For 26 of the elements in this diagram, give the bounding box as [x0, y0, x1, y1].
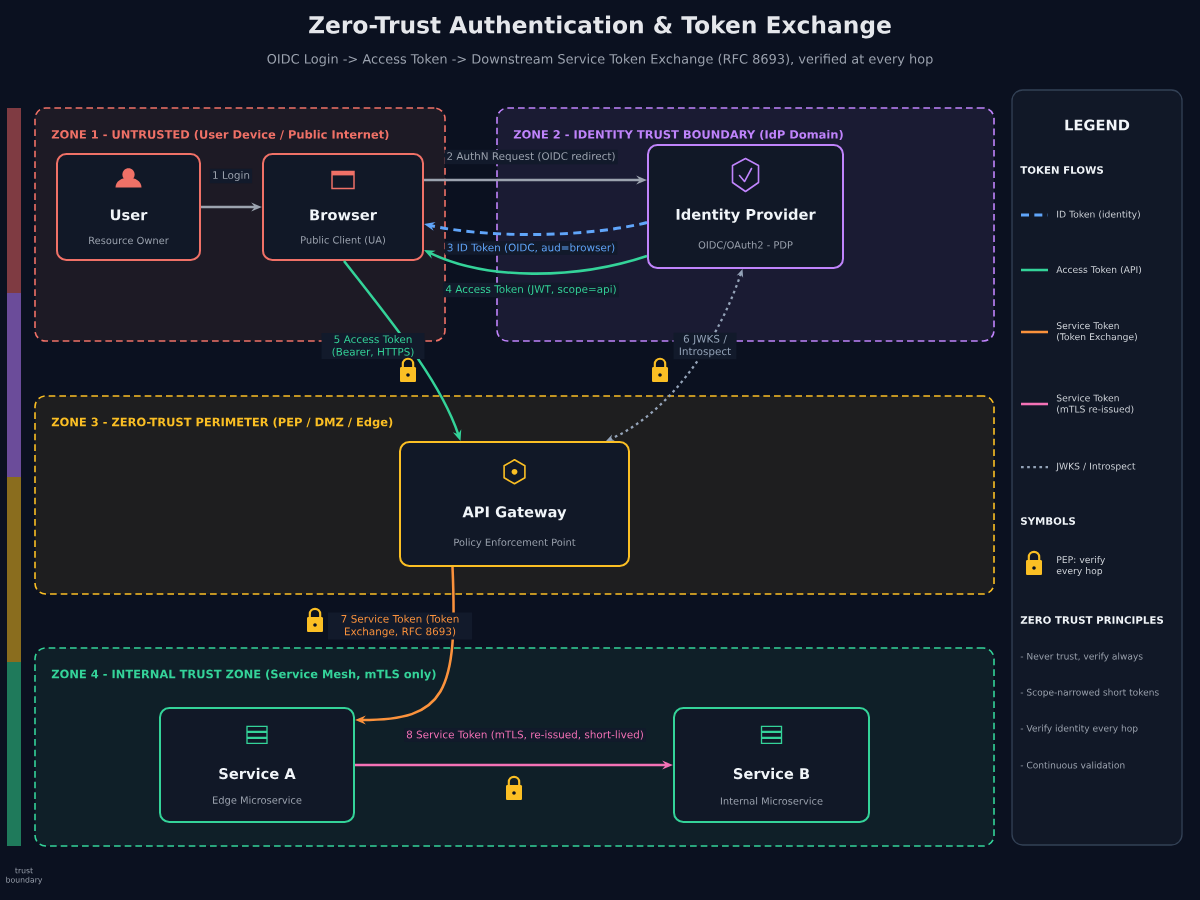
section-heading: ZERO TRUST PRINCIPLES — [1020, 616, 1164, 624]
legend-label: Service Token (Token Exchange) — [1056, 322, 1137, 342]
list-item: - Verify identity every hop — [1020, 724, 1138, 734]
subtitle: OIDC Login -> Access Token -> Downstream Service Token Exchange (RFC 8693), verified at every hop — [267, 53, 933, 67]
legend-label: JWKS / Introspect — [1055, 462, 1136, 472]
list-item: - Never trust, verify always — [1020, 652, 1143, 662]
legend-label: Access Token (API) — [1056, 265, 1141, 275]
legend-label: ID Token (identity) — [1057, 210, 1140, 220]
component-box: Service B Internal Microservice — [673, 707, 870, 823]
edge-label: 5 Access Token (Bearer, HTTPS) — [321, 332, 425, 360]
legend-title: LEGEND — [1065, 119, 1130, 131]
edge-label: 7 Service Token (Token Exchange, RFC 8693) — [327, 612, 473, 640]
component-box: User Resource Owner — [56, 153, 201, 261]
component-box: API Gateway Policy Enforcement Point — [399, 441, 630, 567]
component-box: Identity Provider OIDC/OAuth2 - PDP — [647, 144, 844, 269]
list-item: - Continuous validation — [1020, 761, 1125, 769]
edge-label: 3 ID Token (OIDC, aud=browser) — [444, 241, 618, 255]
title: Zero-Trust Authentication & Token Exchange — [309, 15, 891, 39]
component-box: Service A Edge Microservice — [159, 707, 355, 823]
list-item: - Scope-narrowed short tokens — [1020, 688, 1159, 698]
section-heading: TOKEN FLOWS — [1020, 166, 1104, 174]
legend-label: Service Token (mTLS re-issued) — [1056, 394, 1134, 414]
edge-label: 8 Service Token (mTLS, re-issued, short-lived) — [404, 728, 646, 742]
legend-label: PEP: verify every hop — [1056, 556, 1106, 576]
section-heading: SYMBOLS — [1021, 517, 1076, 525]
component-box: Browser Public Client (UA) — [262, 153, 424, 261]
